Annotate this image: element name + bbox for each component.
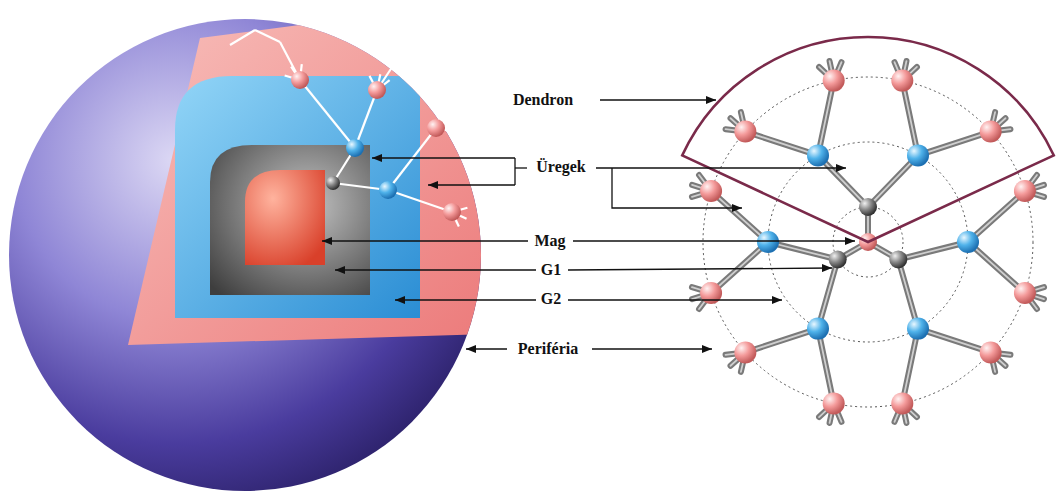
- atom-ball: [1014, 282, 1036, 304]
- bond-highlight: [818, 329, 834, 404]
- g2-layer: [175, 76, 420, 318]
- atom-ball: [700, 282, 722, 304]
- leader-line: [372, 157, 515, 158]
- bracket-line: [515, 167, 527, 168]
- atom-ball: [326, 176, 340, 190]
- atom-ball: [829, 251, 847, 269]
- atom-ball: [907, 318, 929, 340]
- leader-line: [600, 99, 716, 100]
- bond-line: [968, 242, 1025, 293]
- part-label: G2: [541, 290, 561, 308]
- bond-line: [300, 80, 355, 148]
- bond-line: [818, 329, 834, 404]
- leader-line: [568, 299, 782, 300]
- bond-line: [818, 81, 834, 156]
- atom-ball: [907, 144, 929, 166]
- bond-line: [918, 329, 991, 353]
- atom-ball: [700, 180, 722, 202]
- bond-highlight: [711, 191, 768, 242]
- bond-highlight: [745, 132, 818, 156]
- bond-line: [711, 191, 768, 242]
- atom-ball: [734, 341, 756, 363]
- bond-line: [410, 25, 430, 40]
- bond-line: [355, 90, 377, 148]
- leader-line: [322, 240, 528, 241]
- leader-line: [592, 348, 712, 349]
- part-label: Mag: [534, 232, 565, 250]
- leader-line: [568, 268, 832, 270]
- part-label: G1: [541, 261, 561, 279]
- bond-highlight: [918, 329, 991, 353]
- atom-ball: [427, 119, 445, 137]
- bond-line: [745, 329, 818, 353]
- leader-line: [596, 167, 846, 168]
- bond-highlight: [968, 191, 1025, 242]
- atom-ball: [823, 70, 845, 92]
- bond-line: [388, 128, 436, 190]
- atom-ball: [734, 121, 756, 143]
- leader-lines: [322, 100, 855, 349]
- atom-ball: [379, 181, 397, 199]
- bond-line: [918, 132, 991, 156]
- atom-ball: [889, 251, 907, 269]
- atom-ball: [957, 231, 979, 253]
- atom-ball: [807, 144, 829, 166]
- leader-line: [395, 299, 536, 300]
- atom-ball: [859, 198, 877, 216]
- bond-line: [255, 30, 280, 42]
- bond-highlight: [902, 81, 918, 156]
- atom-ball: [807, 318, 829, 340]
- atom-ball: [757, 231, 779, 253]
- bond-line: [711, 242, 768, 293]
- bond-line: [968, 191, 1025, 242]
- leader-line: [428, 184, 515, 185]
- bond-line: [902, 329, 918, 404]
- leader-line: [612, 168, 742, 208]
- bond-highlight: [902, 329, 918, 404]
- leader-line: [573, 240, 855, 241]
- atom-ball: [980, 341, 1002, 363]
- g1-layer: [210, 145, 370, 295]
- bond-line: [230, 30, 255, 45]
- bond-line: [388, 190, 452, 212]
- bond-highlight: [745, 329, 818, 353]
- atom-ball: [823, 392, 845, 414]
- part-label: Periféria: [518, 340, 578, 358]
- atom-ball: [443, 203, 461, 221]
- bond-highlight: [818, 81, 834, 156]
- cutaway: [128, 0, 490, 345]
- molecule-network: [230, 25, 467, 226]
- periphery-layer: [128, 0, 490, 345]
- atom-ball: [346, 139, 364, 157]
- atom-ball: [891, 392, 913, 414]
- leader-line: [466, 348, 507, 349]
- part-label: Üregek: [536, 158, 585, 176]
- leader-line: [335, 269, 536, 270]
- part-label: Dendron: [513, 91, 573, 109]
- bond-highlight: [711, 242, 768, 293]
- bond-line: [745, 132, 818, 156]
- atom-ball: [980, 121, 1002, 143]
- atom-ball: [1014, 180, 1036, 202]
- dendrimer-scheme: [682, 37, 1054, 423]
- bond-highlight: [918, 132, 991, 156]
- atom-ball: [291, 71, 309, 89]
- atom-ball: [368, 81, 386, 99]
- bond-highlight: [968, 242, 1025, 293]
- bond-line: [902, 81, 918, 156]
- dendrimer-sphere: [9, 19, 481, 491]
- atom-ball: [891, 70, 913, 92]
- bracket-line: [514, 158, 515, 185]
- dendron-wedge: [682, 37, 1054, 242]
- core-layer: [245, 170, 325, 265]
